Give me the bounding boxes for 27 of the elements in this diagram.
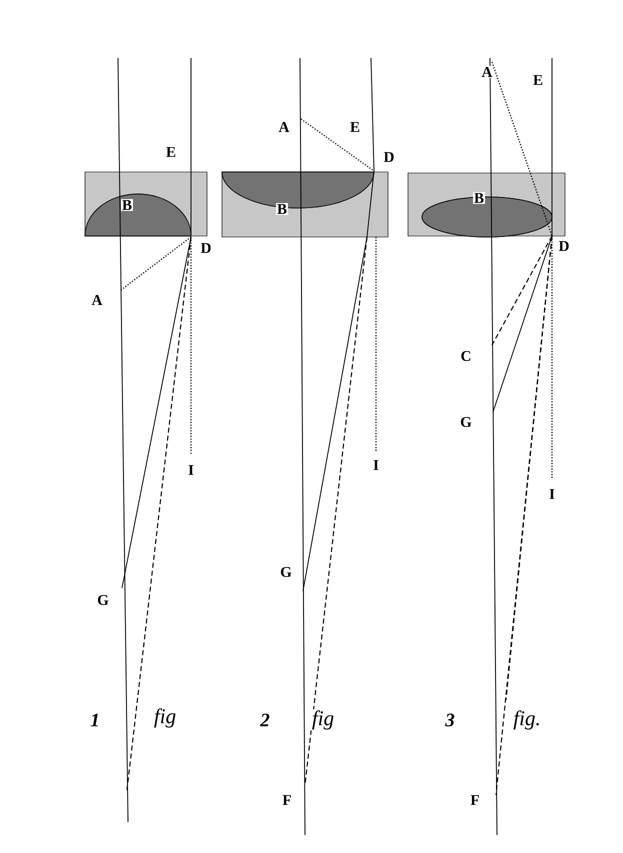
point-label: B (121, 199, 133, 211)
point-label: D (382, 151, 396, 163)
figure-number: 3 (444, 712, 456, 728)
point-label: A (278, 121, 290, 133)
point-label: F (281, 794, 293, 806)
point-label: A (90, 294, 104, 306)
point-label: I (187, 464, 195, 476)
point-label: B (276, 203, 288, 215)
point-label: G (279, 566, 293, 578)
point-label: E (349, 121, 361, 133)
point-label: A (480, 66, 494, 78)
figure-caption: fig (310, 709, 336, 731)
point-label: D (558, 240, 570, 252)
figure-number: 1 (89, 712, 101, 728)
point-label: E (532, 74, 544, 86)
point-label: I (548, 488, 556, 500)
point-label: D (200, 242, 212, 254)
point-label: B (473, 192, 485, 204)
point-label: I (372, 459, 380, 471)
figure-caption: fig. (512, 709, 542, 731)
point-label: C (460, 350, 472, 362)
figure-number: 2 (259, 712, 271, 728)
point-label: F (469, 794, 481, 806)
point-label: G (96, 594, 110, 606)
figure-caption: fig (152, 707, 178, 729)
point-label: E (165, 146, 177, 158)
point-label: G (459, 416, 473, 428)
